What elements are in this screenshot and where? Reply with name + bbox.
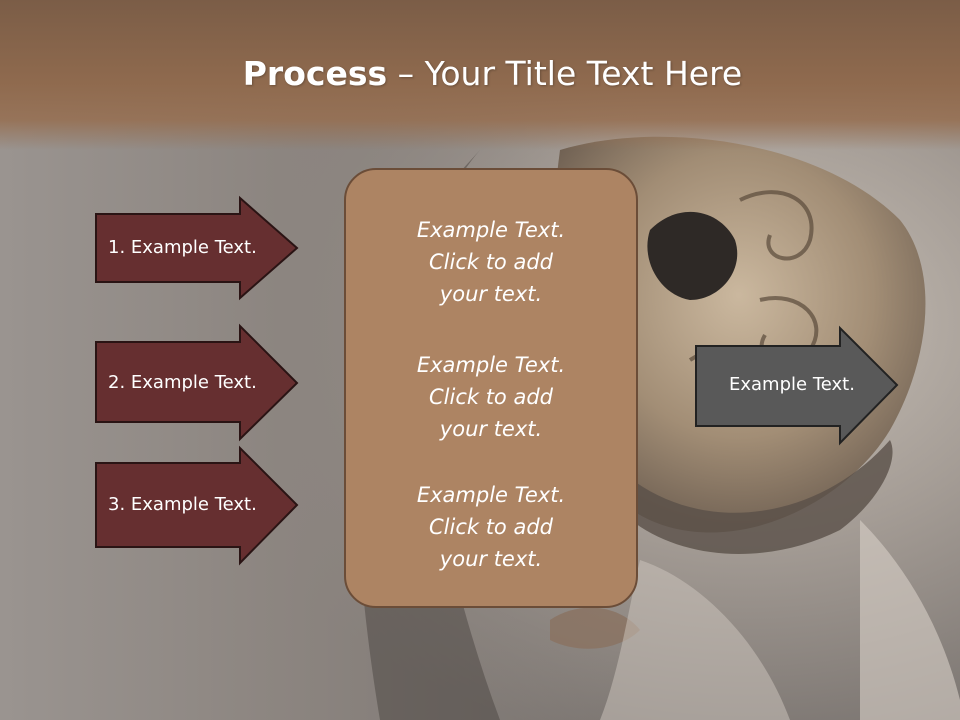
step-arrow-3-label: 3. Example Text. [108,494,257,515]
text-line: Example Text. [416,483,566,507]
text-line: Click to add [428,385,553,409]
step-arrow-2[interactable]: 2. Example Text. [95,323,300,442]
text-line: your text. [439,547,543,571]
text-block-1: Example Text. Click to add your text. [346,214,636,310]
text-line: Click to add [428,515,553,539]
step-arrow-1-label: 1. Example Text. [108,237,257,258]
text-line: your text. [439,417,543,441]
output-arrow[interactable]: Example Text. [695,325,900,446]
arrow-right-shape [95,195,299,301]
text-line: Example Text. [416,218,566,242]
center-text-box[interactable]: Example Text. Click to add your text. Ex… [344,168,638,608]
arrow-right-shape [95,323,299,442]
text-line: Example Text. [416,353,566,377]
text-block-3: Example Text. Click to add your text. [346,479,636,575]
title-rest-part: – Your Title Text Here [387,54,743,93]
text-line: Click to add [428,250,553,274]
text-line: your text. [439,282,543,306]
output-arrow-label: Example Text. [729,374,855,395]
step-arrow-2-label: 2. Example Text. [108,372,257,393]
arrow-right-shape [95,445,299,566]
arrow-right-shape [695,325,899,446]
step-arrow-3[interactable]: 3. Example Text. [95,445,300,566]
step-arrow-1[interactable]: 1. Example Text. [95,195,300,301]
title-bar [0,0,960,150]
title-bold-part: Process [242,54,388,93]
text-block-2: Example Text. Click to add your text. [346,349,636,445]
slide-title[interactable]: Process – Your Title Text Here [0,52,960,96]
